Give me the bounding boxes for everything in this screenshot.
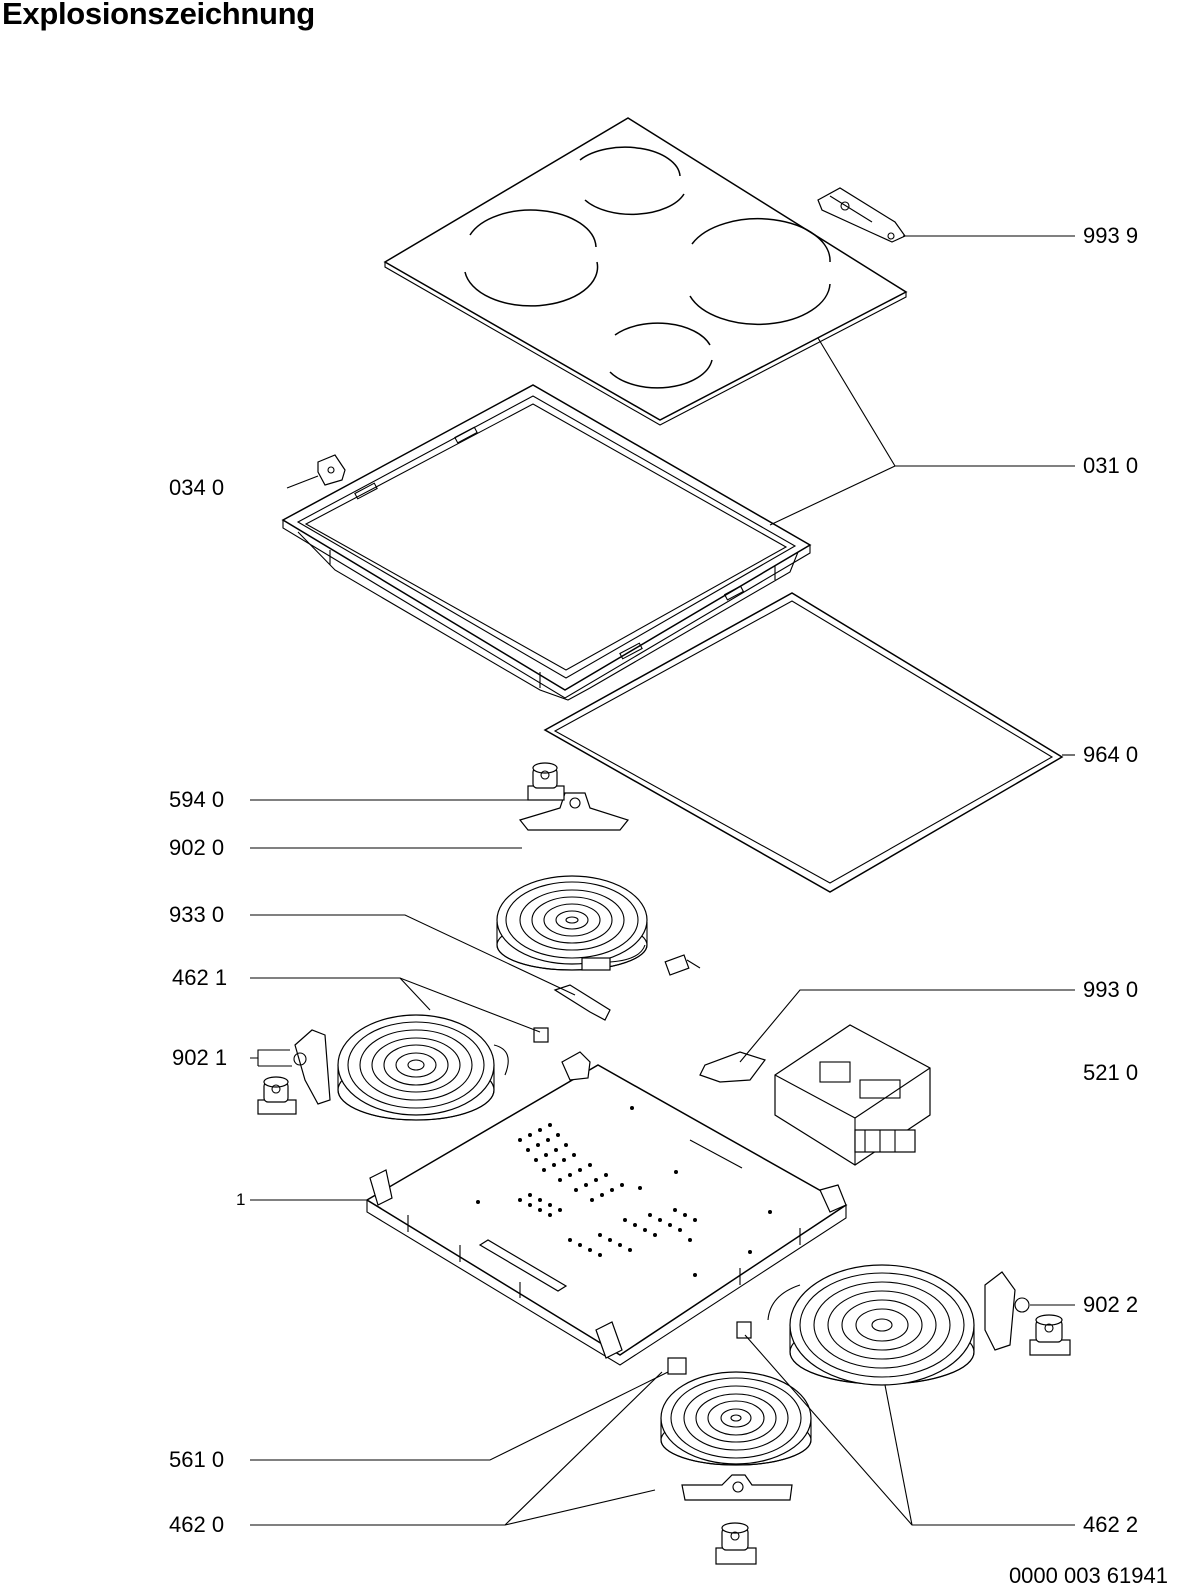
cooktop-frame <box>281 384 812 701</box>
terminal-block-1 <box>664 954 701 976</box>
support-bracket <box>553 984 611 1021</box>
callout-964-0: 964 0 <box>1083 742 1139 767</box>
callout-902-2: 902 2 <box>1083 1292 1139 1317</box>
callout-462-2: 462 2 <box>1083 1512 1139 1537</box>
control-knob-bracket <box>817 187 906 243</box>
gasket-seal <box>543 592 1064 893</box>
glass-cooktop <box>383 117 908 426</box>
callout-462-0: 462 0 <box>169 1512 225 1537</box>
heating-element-3 <box>767 1264 1030 1386</box>
callout-521-0: 521 0 <box>1083 1060 1139 1085</box>
callout-034-0: 034 0 <box>169 475 225 500</box>
element-clip-2 <box>736 1321 752 1339</box>
page-title: Explosionszeichnung <box>2 0 315 31</box>
callout-993-9: 993 9 <box>1083 223 1139 248</box>
bottom-tray <box>365 1051 848 1366</box>
energy-regulator-3 <box>1029 1314 1071 1356</box>
heating-element-4 <box>660 1371 812 1501</box>
energy-regulator-4 <box>715 1522 757 1565</box>
callout-561-0: 561 0 <box>169 1447 225 1472</box>
terminal-block-2 <box>667 1357 687 1375</box>
callout-902-1: 902 1 <box>172 1045 228 1070</box>
callout-594-0: 594 0 <box>169 787 225 812</box>
callout-933-0: 933 0 <box>169 902 225 927</box>
heating-element-2 <box>293 1014 509 1121</box>
heating-element-1 <box>496 792 648 971</box>
frame-clip <box>317 454 346 486</box>
callout-462-1: 462 1 <box>172 965 228 990</box>
callout-031-0: 031 0 <box>1083 453 1139 478</box>
callout-993-0: 993 0 <box>1083 977 1139 1002</box>
energy-regulator-2 <box>257 1076 297 1115</box>
mounting-clip <box>699 1051 766 1083</box>
leader-lines <box>250 235 1075 1526</box>
document-number: 0000 003 61941 <box>1008 1563 1168 1588</box>
control-module <box>774 1024 931 1166</box>
energy-regulator-1 <box>527 762 565 801</box>
callout-1: 1 <box>236 1190 246 1209</box>
callout-902-0: 902 0 <box>169 835 225 860</box>
